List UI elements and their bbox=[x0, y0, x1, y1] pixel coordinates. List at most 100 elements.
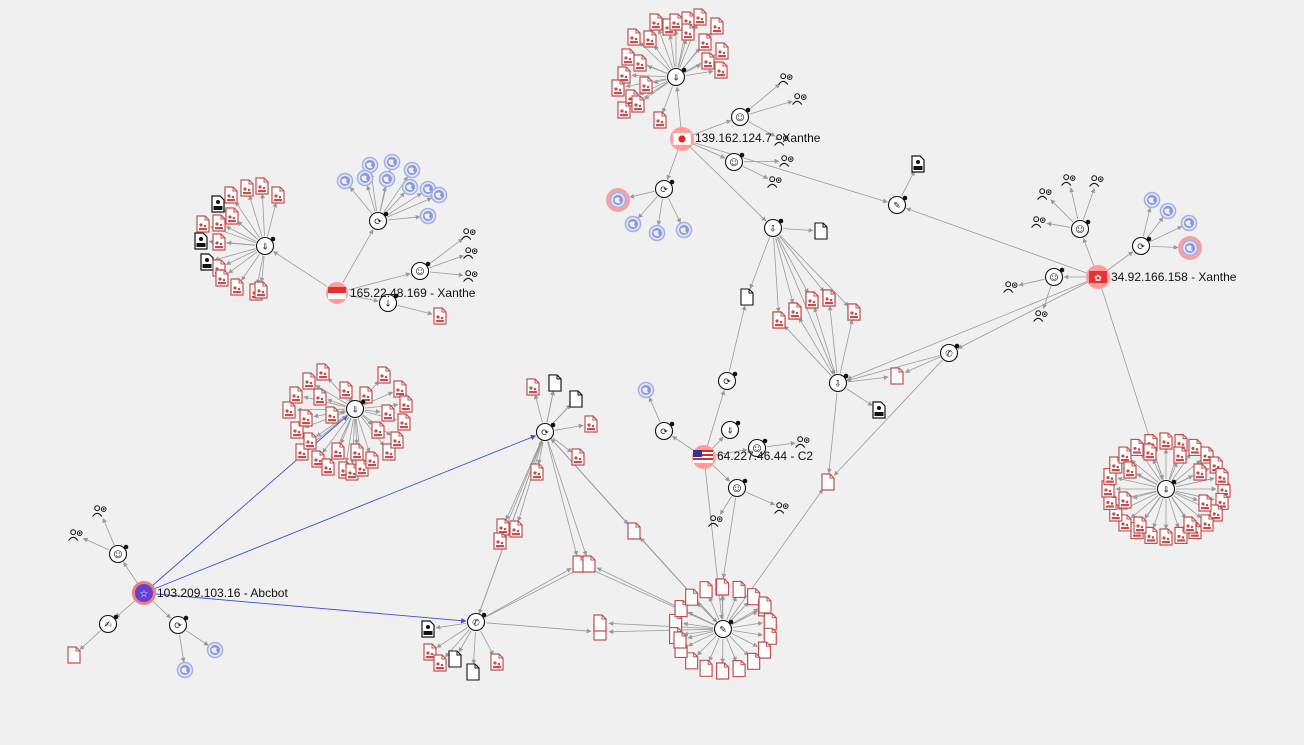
file-icon[interactable] bbox=[466, 663, 480, 681]
malicious-file-icon[interactable] bbox=[1188, 438, 1202, 457]
malicious-file-icon[interactable] bbox=[715, 42, 729, 60]
malicious-file-icon[interactable] bbox=[196, 215, 210, 233]
hub-u-jp-net[interactable]: ⟳ bbox=[654, 179, 675, 199]
malicious-file-icon[interactable] bbox=[788, 302, 802, 320]
file-icon[interactable] bbox=[715, 578, 730, 596]
file-icon[interactable] bbox=[699, 581, 713, 599]
malicious-file-icon[interactable] bbox=[302, 372, 316, 390]
user-account-icon[interactable] bbox=[1031, 216, 1046, 229]
hub-u-drop1[interactable]: ⇩ bbox=[763, 218, 784, 238]
file-icon[interactable] bbox=[747, 652, 761, 670]
user-account-icon[interactable] bbox=[792, 93, 807, 106]
malicious-file-icon[interactable] bbox=[509, 520, 523, 538]
malicious-file-icon[interactable] bbox=[325, 406, 339, 424]
hub-u-hub-c[interactable]: ⟳ bbox=[535, 422, 556, 442]
malicious-file-icon[interactable] bbox=[397, 413, 411, 431]
file-icon[interactable] bbox=[627, 522, 641, 540]
malicious-file-icon[interactable] bbox=[377, 366, 391, 384]
malicious-file-icon[interactable] bbox=[393, 380, 407, 398]
ip-address-globe-icon[interactable] bbox=[624, 215, 642, 233]
host-abcbot[interactable]: ☆ 103.209.103.16 - Abcbot bbox=[132, 581, 288, 605]
malicious-file-icon[interactable] bbox=[316, 363, 330, 381]
user-account-icon[interactable] bbox=[463, 247, 478, 260]
hub-u-us-net2[interactable]: ⟳ bbox=[654, 421, 675, 441]
hub-u-jp-usr2[interactable]: ☺ bbox=[724, 152, 745, 172]
hub-u-sg-usr[interactable]: ☺ bbox=[410, 261, 431, 281]
hub-u-phone1[interactable]: ✆ bbox=[939, 343, 960, 363]
malicious-file-icon[interactable] bbox=[1133, 516, 1147, 534]
malicious-file-icon[interactable] bbox=[381, 404, 395, 422]
host-jp[interactable]: 139.162.124.7 - Xanthe bbox=[670, 127, 821, 151]
malicious-file-icon[interactable] bbox=[847, 303, 861, 321]
malicious-file-icon[interactable] bbox=[1198, 494, 1212, 512]
file-icon[interactable] bbox=[747, 588, 761, 606]
malicious-file-icon[interactable] bbox=[1215, 467, 1229, 486]
script-file-icon[interactable] bbox=[194, 232, 208, 250]
malicious-file-icon[interactable] bbox=[339, 381, 353, 399]
malicious-file-icon[interactable] bbox=[621, 48, 635, 66]
malicious-file-icon[interactable] bbox=[1159, 432, 1173, 450]
flagged-ip-globe-icon[interactable] bbox=[609, 191, 627, 209]
hub-u-hk-net[interactable]: ⟳ bbox=[1131, 236, 1152, 256]
file-icon[interactable] bbox=[548, 374, 562, 392]
host-sg[interactable]: 165.22.48.169 - Xanthe bbox=[326, 282, 476, 304]
ip-address-globe-icon[interactable] bbox=[1143, 191, 1161, 209]
file-icon[interactable] bbox=[715, 662, 730, 680]
file-icon[interactable] bbox=[890, 367, 904, 385]
file-icon[interactable] bbox=[699, 659, 713, 677]
malicious-file-icon[interactable] bbox=[701, 52, 715, 70]
malicious-file-icon[interactable] bbox=[365, 451, 379, 469]
malicious-file-icon[interactable] bbox=[271, 186, 285, 204]
ip-address-globe-icon[interactable] bbox=[383, 153, 401, 171]
user-account-icon[interactable] bbox=[68, 529, 83, 542]
malicious-file-icon[interactable] bbox=[313, 388, 327, 406]
file-icon[interactable] bbox=[821, 473, 835, 491]
hub-u-sig2[interactable]: ✎ bbox=[713, 619, 734, 639]
malicious-file-icon[interactable] bbox=[611, 79, 625, 97]
hub-u-sg-dl[interactable]: ⇓ bbox=[255, 236, 276, 256]
user-account-icon[interactable] bbox=[463, 270, 478, 283]
file-icon[interactable] bbox=[582, 555, 596, 573]
malicious-file-icon[interactable] bbox=[1200, 514, 1214, 532]
malicious-file-icon[interactable] bbox=[627, 28, 641, 46]
user-account-icon[interactable] bbox=[1061, 174, 1076, 187]
malicious-file-icon[interactable] bbox=[1118, 491, 1132, 509]
host-hk[interactable]: ✿ 34.92.166.158 - Xanthe bbox=[1086, 265, 1237, 289]
malicious-file-icon[interactable] bbox=[698, 33, 712, 51]
user-account-icon[interactable] bbox=[767, 176, 782, 189]
malicious-file-icon[interactable] bbox=[631, 95, 645, 113]
malicious-file-icon[interactable] bbox=[433, 654, 447, 672]
hub-u-us-dl[interactable]: ⇓ bbox=[720, 420, 741, 440]
malicious-file-icon[interactable] bbox=[240, 179, 254, 197]
ip-address-globe-icon[interactable] bbox=[1159, 202, 1177, 220]
script-file-icon[interactable] bbox=[211, 195, 225, 213]
malicious-file-icon[interactable] bbox=[390, 431, 404, 449]
malicious-file-icon[interactable] bbox=[493, 532, 507, 550]
malicious-file-icon[interactable] bbox=[331, 442, 345, 460]
file-icon[interactable] bbox=[593, 614, 607, 632]
user-account-icon[interactable] bbox=[774, 502, 789, 515]
malicious-file-icon[interactable] bbox=[303, 432, 317, 450]
hub-u-sig[interactable]: ✎ bbox=[887, 195, 908, 215]
malicious-file-icon[interactable] bbox=[693, 8, 707, 26]
malicious-file-icon[interactable] bbox=[225, 207, 239, 225]
hub-u-us-usr1[interactable]: ☺ bbox=[727, 478, 748, 498]
malicious-file-icon[interactable] bbox=[1193, 463, 1207, 481]
malicious-file-icon[interactable] bbox=[1159, 528, 1173, 546]
user-account-icon[interactable] bbox=[1003, 281, 1018, 294]
malicious-file-icon[interactable] bbox=[649, 13, 663, 31]
malicious-file-icon[interactable] bbox=[230, 278, 244, 296]
hub-u-abc-usr[interactable]: ☺ bbox=[108, 544, 129, 564]
user-account-icon[interactable] bbox=[795, 436, 810, 449]
script-file-icon[interactable] bbox=[200, 253, 214, 271]
malicious-file-icon[interactable] bbox=[584, 415, 598, 433]
file-icon[interactable] bbox=[757, 641, 772, 659]
malicious-file-icon[interactable] bbox=[1123, 461, 1137, 479]
malicious-file-icon[interactable] bbox=[653, 111, 667, 129]
malicious-file-icon[interactable] bbox=[617, 101, 631, 119]
malicious-file-icon[interactable] bbox=[1143, 443, 1157, 461]
file-icon[interactable] bbox=[732, 580, 746, 599]
ip-address-globe-icon[interactable] bbox=[1180, 214, 1198, 232]
malicious-file-icon[interactable] bbox=[433, 307, 447, 325]
hub-u-abc-net[interactable]: ⟳ bbox=[168, 615, 189, 635]
